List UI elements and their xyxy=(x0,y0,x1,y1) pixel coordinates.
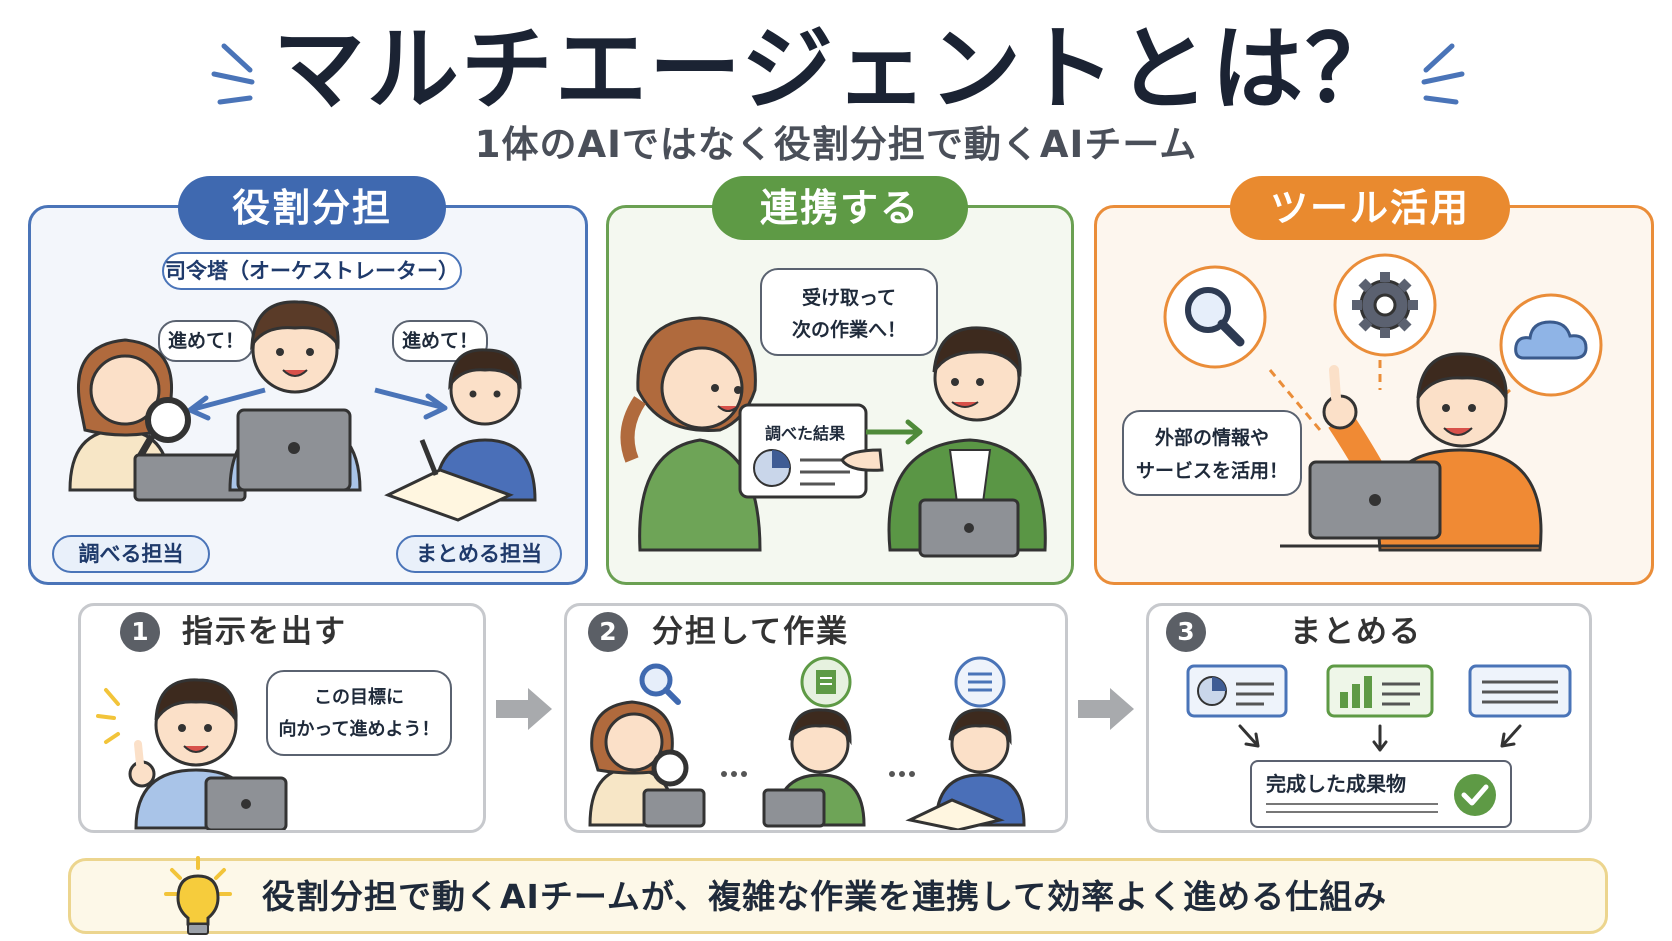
speech-bubble-left: 進めて！ xyxy=(158,320,254,362)
summary-banner xyxy=(68,858,1608,934)
page-subtitle: 1体のAIではなく役割分担で動くAIチーム xyxy=(474,123,1198,166)
cloud-tool-icon xyxy=(1499,293,1603,397)
role-team-illustration xyxy=(68,300,537,522)
checkmark-icon xyxy=(1454,774,1496,816)
step-arrow-2 xyxy=(1078,688,1134,730)
research-role-label: 調べる担当 xyxy=(52,535,210,573)
search-tool-icon xyxy=(1163,265,1267,369)
external-services-speech-bubble: 外部の情報や サービスを活用！ xyxy=(1122,410,1302,496)
step-2-number: 2 xyxy=(588,612,628,652)
step-2-title: 分担して作業 xyxy=(652,614,850,650)
step-3-merge-illustration xyxy=(1186,664,1572,752)
right-sparkle-icon xyxy=(1421,43,1465,105)
collaboration-title: 連携する xyxy=(712,176,968,240)
step-1-number: 1 xyxy=(120,612,160,652)
final-deliverable-lines xyxy=(1266,803,1438,813)
step-3-title: まとめる xyxy=(1290,614,1422,650)
handoff-speech-bubble: 受け取って 次の作業へ！ xyxy=(760,268,938,356)
step-1-director-illustration xyxy=(96,678,288,830)
role-division-title: 役割分担 xyxy=(178,176,446,240)
tool-usage-title: ツール活用 xyxy=(1230,176,1510,240)
summary-banner-text: 役割分担で動くAIチームが、複雑な作業を連携して効率よく進める仕組み xyxy=(262,877,1388,916)
left-sparkle-icon xyxy=(211,43,255,105)
tool-user-illustration xyxy=(1268,352,1543,552)
step-arrow-1 xyxy=(496,688,552,730)
lightbulb-icon xyxy=(164,856,232,935)
research-result-doc-label: 調べた結果 xyxy=(764,424,845,443)
orchestrator-label: 司令塔（オーケストレーター） xyxy=(162,252,462,290)
summary-role-label: まとめる担当 xyxy=(396,535,562,573)
step-1-speech-bubble: この目標に 向かって進めよう！ xyxy=(266,670,452,756)
collaboration-illustration xyxy=(620,316,1047,558)
page-title: マルチエージェントとは？ xyxy=(272,16,1400,123)
step-1-title: 指示を出す xyxy=(182,614,347,650)
step-2-team-work-illustration xyxy=(588,656,1026,830)
gear-tool-icon xyxy=(1333,253,1437,357)
final-deliverable-label: 完成した成果物 xyxy=(1266,772,1406,796)
step-3-number: 3 xyxy=(1166,612,1206,652)
